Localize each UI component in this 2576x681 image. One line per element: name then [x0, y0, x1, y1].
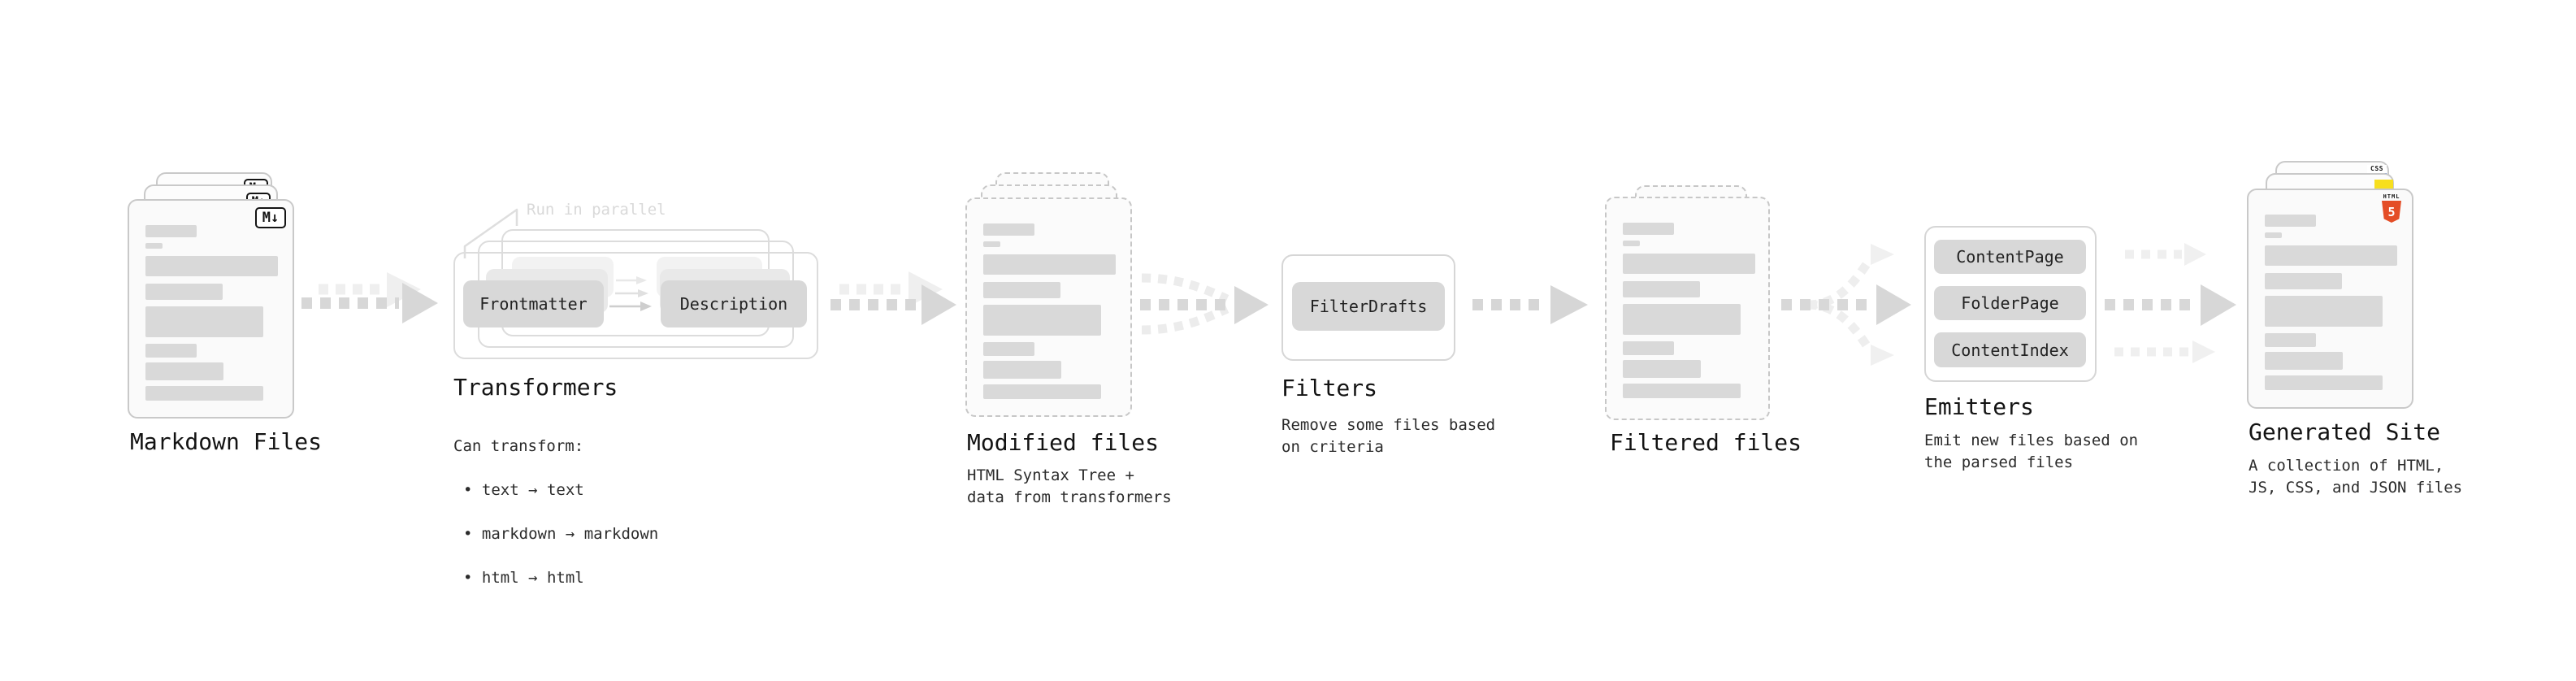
text-line-bar	[983, 241, 1000, 247]
flow-arrows-emitters-to-site	[2105, 243, 2236, 363]
filtered-file-card	[1605, 197, 1770, 420]
text-line-bar	[983, 223, 1034, 236]
markdown-file-card: M↓	[128, 199, 294, 419]
text-line-bar	[983, 361, 1061, 379]
stage-title-filters: Filters	[1281, 375, 1378, 401]
flow-arrow-markdown-to-transformers	[301, 272, 438, 323]
text-line-bar	[2265, 232, 2282, 238]
text-line-bar	[983, 254, 1116, 275]
text-line-bar	[1623, 360, 1701, 378]
text-line-bar	[1623, 254, 1755, 274]
transform-bullet: • text → text	[463, 481, 584, 499]
text-line-bar	[145, 306, 263, 337]
stage-title-generated-site: Generated Site	[2249, 419, 2441, 445]
text-line-bar	[1623, 223, 1674, 235]
text-line-bar	[983, 305, 1101, 336]
pill-to-pill-arrows	[609, 276, 652, 311]
stage-title-markdown-files: Markdown Files	[130, 428, 323, 455]
filters-description: Remove some files based on criteria	[1281, 416, 1496, 456]
text-line-bar	[2265, 375, 2383, 390]
stage-title-emitters: Emitters	[1924, 393, 2034, 420]
html-file-card: HTML 5	[2247, 189, 2413, 409]
text-line-bar	[983, 384, 1101, 399]
text-line-bar	[1623, 341, 1674, 355]
flow-arrow-transformers-to-modified	[830, 271, 956, 325]
flow-arrow-modified-to-filters	[1140, 273, 1268, 335]
text-line-bar	[2265, 296, 2383, 327]
text-line-bar	[1623, 281, 1700, 297]
text-line-bar	[2265, 333, 2316, 347]
text-line-bar	[2265, 215, 2316, 227]
desc-heading: Can transform:	[453, 437, 584, 455]
text-line-bar	[145, 362, 223, 380]
emitter-pill-folderpage: FolderPage	[1934, 286, 2086, 320]
text-line-bar	[1623, 384, 1741, 398]
filter-pill-filterdrafts: FilterDrafts	[1292, 282, 1445, 331]
text-line-bar	[1623, 304, 1741, 335]
text-line-bar	[2265, 273, 2342, 289]
flow-arrow-filtered-to-emitters	[1781, 244, 1911, 366]
text-line-bar	[145, 256, 278, 276]
emitter-pill-contentpage: ContentPage	[1934, 240, 2086, 274]
text-line-bar	[145, 284, 223, 300]
modified-files-description: HTML Syntax Tree + data from transformer…	[967, 466, 1172, 506]
html5-icon-number: 5	[2387, 204, 2396, 219]
text-line-bar	[983, 282, 1060, 298]
text-line-bar	[2265, 352, 2343, 370]
text-line-bar	[145, 386, 263, 401]
text-line-bar	[145, 344, 197, 358]
flow-arrow-filters-to-filtered	[1472, 285, 1588, 324]
js-icon	[2374, 180, 2393, 189]
emitter-pill-contentindex: ContentIndex	[1934, 332, 2086, 367]
emitters-description: Emit new files based on the parsed files	[1924, 432, 2139, 471]
stage-title-modified-files: Modified files	[967, 429, 1160, 456]
text-line-bar	[1623, 241, 1640, 246]
html5-icon: HTML 5	[2379, 193, 2404, 223]
stage-title-transformers: Transformers	[453, 374, 618, 401]
text-line-bar	[145, 243, 163, 249]
text-line-bar	[2265, 245, 2397, 266]
run-in-parallel-note: Run in parallel	[527, 201, 666, 219]
html5-icon-word: HTML	[2383, 193, 2400, 200]
transformer-pill-description: Description	[661, 280, 807, 327]
transformer-pill-frontmatter: Frontmatter	[463, 280, 604, 327]
html5-icon-shield: 5	[2382, 201, 2401, 223]
transform-bullet: • markdown → markdown	[463, 525, 659, 543]
markdown-icon: M↓	[255, 207, 286, 228]
modified-file-card	[965, 197, 1132, 417]
transform-bullet: • html → html	[463, 569, 584, 587]
css-icon-label: CSS	[2370, 165, 2383, 172]
transformers-description: Can transform: • text → text • markdown …	[453, 414, 658, 611]
text-line-bar	[145, 225, 197, 237]
generated-site-description: A collection of HTML, JS, CSS, and JSON …	[2249, 457, 2463, 497]
text-line-bar	[983, 342, 1034, 356]
stage-title-filtered-files: Filtered files	[1610, 429, 1802, 456]
run-in-parallel-leader-line	[463, 208, 518, 258]
transformer-frame-front	[453, 252, 818, 359]
